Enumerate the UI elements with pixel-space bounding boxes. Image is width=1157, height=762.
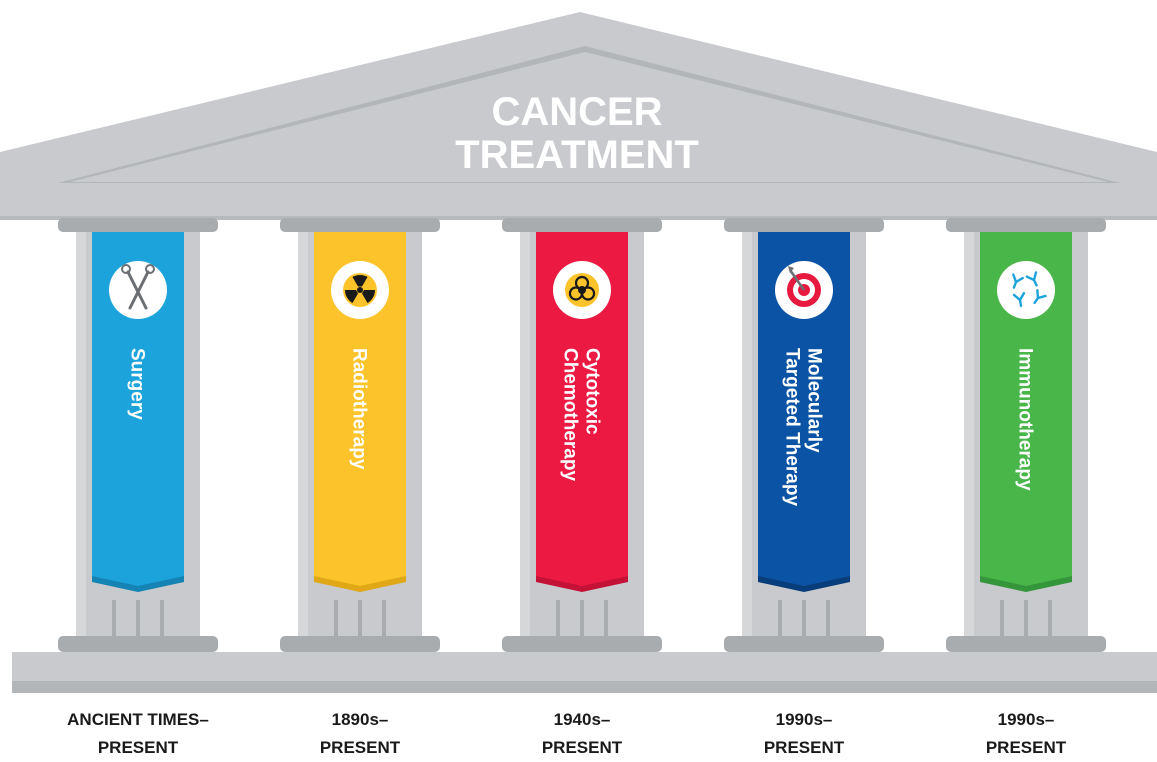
pillar-flute: [160, 600, 164, 640]
banner-label-line-2: Chemotherapy: [559, 348, 580, 481]
pillar-capital: [280, 218, 440, 232]
pillar-flute: [358, 600, 362, 640]
temple-floor-shadow: [12, 681, 1157, 693]
banner-label-line-1: Immunotherapy: [1014, 348, 1035, 491]
era-label-immunotherapy: 1990s– PRESENT: [926, 706, 1126, 762]
pillar-flute: [826, 600, 830, 640]
pillar-highlight: [964, 232, 974, 640]
pillar-2: Radiotherapy: [280, 218, 440, 652]
banner-label-line-1: Cytotoxic: [581, 348, 602, 435]
pillars-group: Surgery Radiotherapy CytotoxicChemotherapy…: [58, 218, 1106, 652]
temple-floor: [12, 652, 1157, 682]
pillar-capital: [58, 218, 218, 232]
pillar-flute: [136, 600, 140, 640]
pillar-flute: [1048, 600, 1052, 640]
pillar-flute: [1000, 600, 1004, 640]
pillar-base: [58, 636, 218, 652]
era-label-targeted-therapy: 1990s– PRESENT: [704, 706, 904, 762]
pillar-1: Surgery: [58, 218, 218, 652]
era-line-1: 1890s–: [331, 710, 389, 729]
era-label-radiotherapy: 1890s– PRESENT: [260, 706, 460, 762]
era-line-1: ANCIENT TIMES–: [67, 710, 209, 729]
era-line-1: 1990s–: [997, 710, 1055, 729]
era-label-chemotherapy: 1940s– PRESENT: [482, 706, 682, 762]
pillar-flute: [802, 600, 806, 640]
banner: [92, 232, 184, 586]
banner-label: Immunotherapy: [1014, 348, 1035, 491]
pillar-base: [280, 636, 440, 652]
pillar-base: [946, 636, 1106, 652]
pillar-flute: [604, 600, 608, 640]
pillar-5: Immunotherapy: [946, 218, 1106, 652]
pillar-capital: [946, 218, 1106, 232]
temple-roof: CANCER TREATMENT: [0, 12, 1157, 220]
pillar-base: [502, 636, 662, 652]
scissors-forceps-icon: [121, 264, 155, 310]
era-line-1: 1990s–: [775, 710, 833, 729]
banner: [758, 232, 850, 586]
pillar-highlight: [298, 232, 308, 640]
banner-label: Surgery: [126, 348, 147, 420]
pillar-highlight: [520, 232, 530, 640]
era-line-1: 1940s–: [553, 710, 611, 729]
banner: [980, 232, 1072, 586]
roof-base-band: [0, 188, 1157, 218]
era-line-2: PRESENT: [763, 738, 845, 757]
pillar-capital: [724, 218, 884, 232]
pillar-flute: [580, 600, 584, 640]
banner-label-line-1: Surgery: [126, 348, 147, 420]
pillar-flute: [382, 600, 386, 640]
era-label-surgery: ANCIENT TIMES– PRESENT: [38, 706, 238, 762]
pillar-flute: [778, 600, 782, 640]
biohazard-icon: [565, 273, 599, 307]
banner-label-line-1: Radiotherapy: [348, 348, 369, 470]
era-line-2: PRESENT: [97, 738, 179, 757]
banner: [314, 232, 406, 586]
pillar-base: [724, 636, 884, 652]
pillar-flute: [556, 600, 560, 640]
pillar-highlight: [76, 232, 86, 640]
roof-inner-face: [70, 52, 1108, 182]
target-icon: [787, 266, 821, 307]
icon-badge: [997, 261, 1055, 319]
pillar-flute: [1024, 600, 1028, 640]
pillar-flute: [112, 600, 116, 640]
pillar-highlight: [742, 232, 752, 640]
banner-label: Radiotherapy: [348, 348, 369, 470]
antibody-icon: [1012, 271, 1047, 308]
radiation-icon: [343, 273, 377, 307]
era-line-2: PRESENT: [319, 738, 401, 757]
banner-label-line-2: Targeted Therapy: [781, 348, 802, 506]
title-line-1: CANCER: [491, 90, 662, 134]
pillar-flute: [334, 600, 338, 640]
era-line-2: PRESENT: [541, 738, 623, 757]
banner-label-line-1: Molecularly: [803, 348, 824, 453]
banner: [536, 232, 628, 586]
pillar-capital: [502, 218, 662, 232]
era-line-2: PRESENT: [985, 738, 1067, 757]
title-line-2: TREATMENT: [455, 133, 699, 177]
